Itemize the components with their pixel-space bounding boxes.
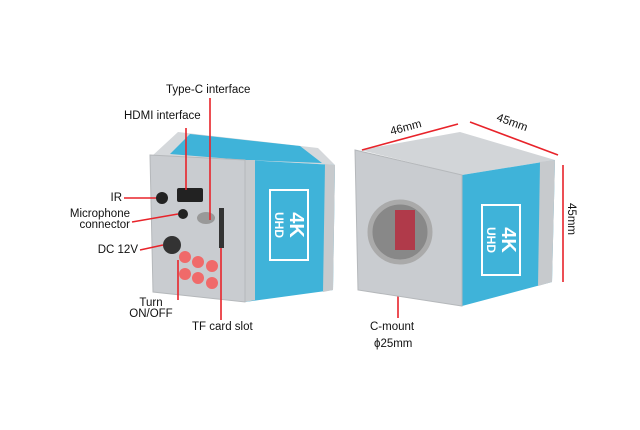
svg-text:4K: 4K: [497, 227, 519, 253]
control-buttons: [179, 251, 218, 289]
hdmi-port: [177, 188, 203, 202]
label-turn-1: Turn: [139, 297, 163, 309]
tf-slot: [219, 208, 224, 248]
badge-4k: 4K: [285, 212, 307, 238]
dim-height: 45mm: [564, 203, 577, 235]
type-c-port: [197, 212, 215, 224]
mic-jack: [178, 209, 188, 219]
dc-jack: [163, 236, 181, 254]
label-ir: IR: [110, 192, 123, 204]
ir-sensor: [156, 192, 168, 204]
camera-front-view: 4K UHD: [354, 132, 555, 307]
dimension-arrows: [361, 121, 564, 282]
label-hdmi: HDMI interface: [124, 110, 201, 122]
label-type-c: Type-C interface: [166, 84, 251, 96]
label-cmount-2: ϕ25mm: [374, 338, 413, 350]
label-mic-2: connector: [79, 219, 130, 231]
badge-uhd: UHD: [272, 212, 286, 238]
label-tf: TF card slot: [192, 321, 253, 333]
4k-uhd-badge: [269, 189, 309, 261]
label-turn-2: ON/OFF: [129, 308, 173, 320]
camera-back-view: 4K UHD: [149, 132, 335, 303]
label-mic-1: Microphone: [69, 208, 130, 220]
label-cmount-1: C-mount: [370, 321, 415, 333]
svg-text:UHD: UHD: [484, 227, 498, 253]
label-dc: DC 12V: [97, 244, 138, 256]
